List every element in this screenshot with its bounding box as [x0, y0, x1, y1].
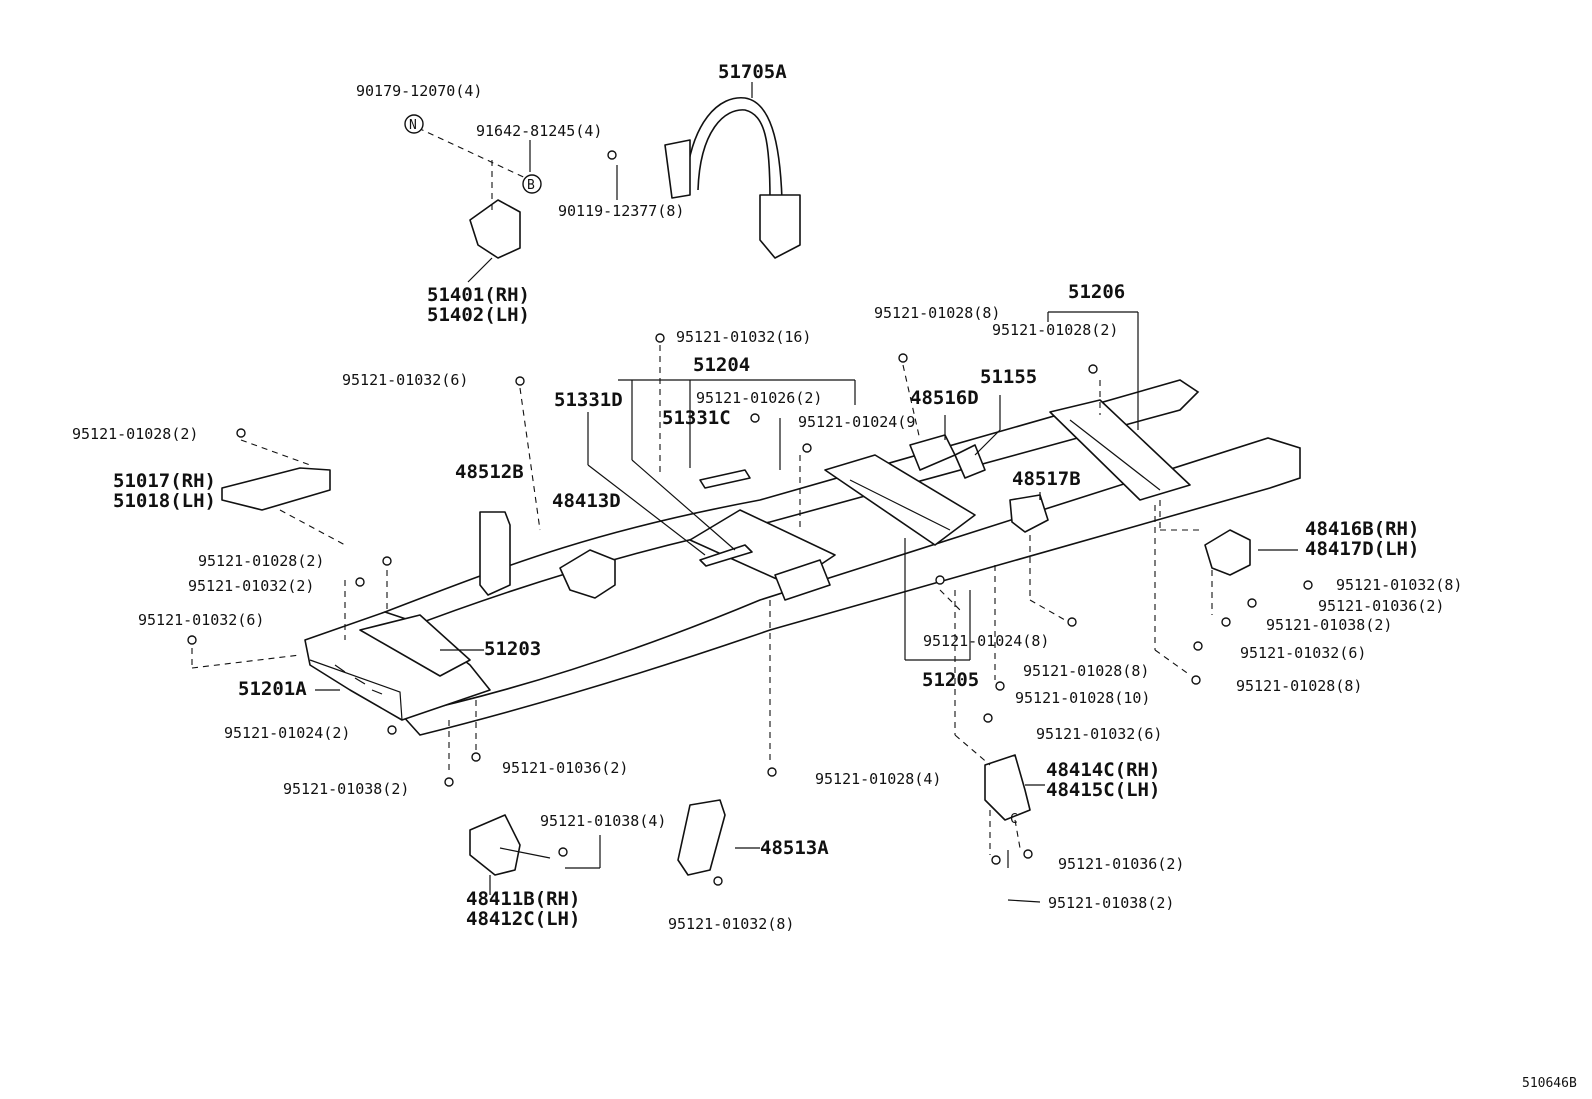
- label-38-4: 95121-01038(4): [540, 812, 666, 830]
- leader-lines: [191, 82, 1298, 903]
- label-51155: 51155: [980, 366, 1037, 388]
- label-51205: 51205: [922, 669, 979, 691]
- label-28-2-left: 95121-01028(2): [72, 425, 198, 443]
- label-28-2-mid: 95121-01028(2): [198, 552, 324, 570]
- label-51402: 51402(LH): [427, 304, 530, 326]
- bolts: [187, 150, 1313, 886]
- label-51206: 51206: [1068, 281, 1125, 303]
- label-32-2: 95121-01032(2): [188, 577, 314, 595]
- label-51401: 51401(RH): [427, 284, 530, 306]
- svg-text:N: N: [409, 118, 417, 133]
- label-32-8-right: 95121-01032(8): [1336, 576, 1462, 594]
- diagram-code: 510646B: [1522, 1076, 1577, 1091]
- label-51018: 51018(LH): [113, 490, 216, 512]
- label-48414C: 48414C(RH): [1046, 759, 1160, 781]
- label-48413D: 48413D: [552, 490, 621, 512]
- label-38-2-right: 95121-01038(2): [1266, 616, 1392, 634]
- label-32-6-low: 95121-01032(6): [1036, 725, 1162, 743]
- label-51201A: 51201A: [238, 678, 307, 700]
- label-51331D: 51331D: [554, 389, 623, 411]
- bracket-51401: [469, 199, 521, 259]
- label-28-2-top: 95121-01028(2): [992, 321, 1118, 339]
- label-36-2-bot: 95121-01036(2): [1058, 855, 1184, 873]
- label-24-2: 95121-01024(2): [224, 724, 350, 742]
- label-36-2-right: 95121-01036(2): [1318, 597, 1444, 615]
- bracket-48411B: [469, 814, 521, 876]
- label-48512B: 48512B: [455, 461, 524, 483]
- label-90119: 90119-12377(8): [558, 202, 684, 220]
- bracket-51705A: [664, 97, 801, 259]
- label-51204: 51204: [693, 354, 750, 376]
- crossmember-51203: [359, 614, 471, 677]
- bracket-48414C: [984, 754, 1031, 821]
- bracket-48512B: [479, 511, 511, 596]
- label-28-4: 95121-01028(4): [815, 770, 941, 788]
- label-32-6-left: 95121-01032(6): [138, 611, 264, 629]
- crossmember-51205: [824, 454, 976, 546]
- label-32-8-bot: 95121-01032(8): [668, 915, 794, 933]
- label-32-6-right: 95121-01032(6): [1240, 644, 1366, 662]
- label-51705A: 51705A: [718, 61, 787, 83]
- front-crossmember-51201A: [304, 611, 491, 721]
- label-48417D: 48417D(LH): [1305, 538, 1419, 560]
- label-26-2: 95121-01026(2): [696, 389, 822, 407]
- label-48412C: 48412C(LH): [466, 908, 580, 930]
- label-32-6-top: 95121-01032(6): [342, 371, 468, 389]
- label-24-8: 95121-01024(8): [923, 632, 1049, 650]
- label-48517B: 48517B: [1012, 468, 1081, 490]
- marker-N: N: [404, 114, 424, 134]
- label-32-16: 95121-01032(16): [676, 328, 811, 346]
- frame-assembly: [304, 379, 1301, 736]
- label-51331C: 51331C: [662, 407, 731, 429]
- marker-C: C: [1010, 812, 1018, 827]
- label-28-8-mid: 95121-01028(8): [1023, 662, 1149, 680]
- label-24-9: 95121-01024(9: [798, 413, 915, 431]
- bracket-48416B: [1204, 529, 1251, 576]
- label-48415C: 48415C(LH): [1046, 779, 1160, 801]
- labels: 51705A 90179-12070(4) 91642-81245(4) 901…: [72, 61, 1462, 933]
- crossmember-51206: [1049, 399, 1191, 501]
- label-48411B: 48411B(RH): [466, 888, 580, 910]
- marker-B: B: [522, 174, 542, 194]
- bracket-51017: [221, 467, 331, 511]
- svg-text:B: B: [527, 178, 535, 193]
- label-28-8-right: 95121-01028(8): [1236, 677, 1362, 695]
- label-48416B: 48416B(RH): [1305, 518, 1419, 540]
- label-28-8-top: 95121-01028(8): [874, 304, 1000, 322]
- label-38-2-low: 95121-01038(2): [283, 780, 409, 798]
- label-51017: 51017(RH): [113, 470, 216, 492]
- label-48513A: 48513A: [760, 837, 829, 859]
- bracket-48413D: [559, 549, 616, 599]
- bracket-48513A: [677, 799, 726, 876]
- label-28-10: 95121-01028(10): [1015, 689, 1150, 707]
- label-51203: 51203: [484, 638, 541, 660]
- label-48516D: 48516D: [910, 387, 979, 409]
- bracket-48517B: [1009, 494, 1049, 533]
- bracket-48516D: [909, 434, 956, 471]
- label-91642: 91642-81245(4): [476, 122, 602, 140]
- label-36-2-low: 95121-01036(2): [502, 759, 628, 777]
- label-38-2-bot: 95121-01038(2): [1048, 894, 1174, 912]
- label-90179: 90179-12070(4): [356, 82, 482, 100]
